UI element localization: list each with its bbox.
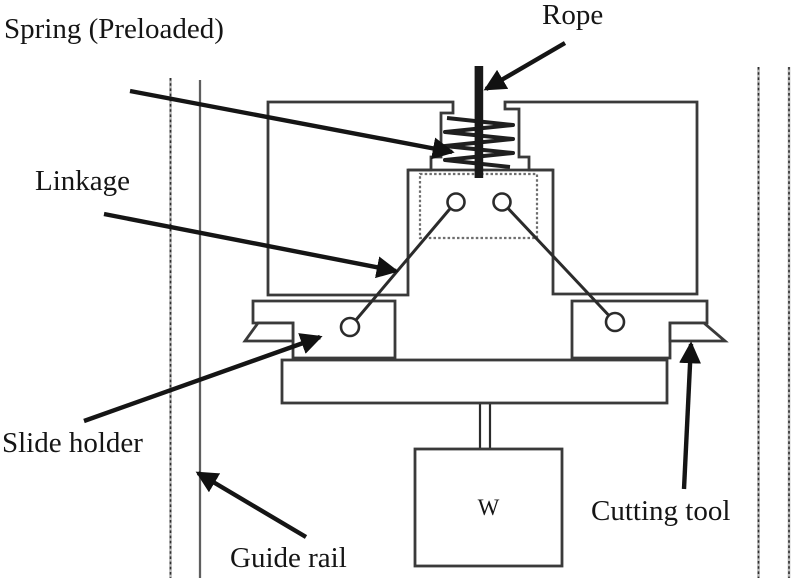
weight-box <box>413 447 564 568</box>
linkage-pivot-left <box>446 192 466 212</box>
linkage-arm-right <box>502 202 617 324</box>
slide-holder-label: Slide holder <box>2 427 143 459</box>
right-guide-rail <box>757 67 791 578</box>
rope-label: Rope <box>542 0 604 31</box>
base-plate <box>280 358 669 405</box>
slide-holder-label-arrow <box>83 333 323 424</box>
linkage-arm-left <box>348 203 456 328</box>
rope-label-arrow <box>483 41 567 91</box>
left-block <box>266 100 455 297</box>
slide-holder-pivot-right <box>604 311 626 333</box>
cutting-tool-label-arrow <box>679 341 702 490</box>
linkage-pivot-right <box>492 192 512 212</box>
spring-label: Spring (Preloaded) <box>4 13 224 45</box>
left-guide-rail <box>169 78 202 578</box>
rope-line <box>474 66 484 178</box>
guide-rail-label-arrow <box>195 471 308 539</box>
cutting-tool-left <box>242 321 295 343</box>
guide-rail-label: Guide rail <box>230 542 347 574</box>
weight-label: W <box>477 494 500 520</box>
linkage-label: Linkage <box>35 165 131 197</box>
cutting-tool-label: Cutting tool <box>591 495 731 527</box>
linkage-label-arrow <box>103 211 399 279</box>
spring-label-arrow <box>129 88 455 160</box>
linkage-plate <box>418 172 539 240</box>
slide-holder-pivot-left <box>339 316 361 338</box>
cutting-tool-right <box>668 321 729 343</box>
